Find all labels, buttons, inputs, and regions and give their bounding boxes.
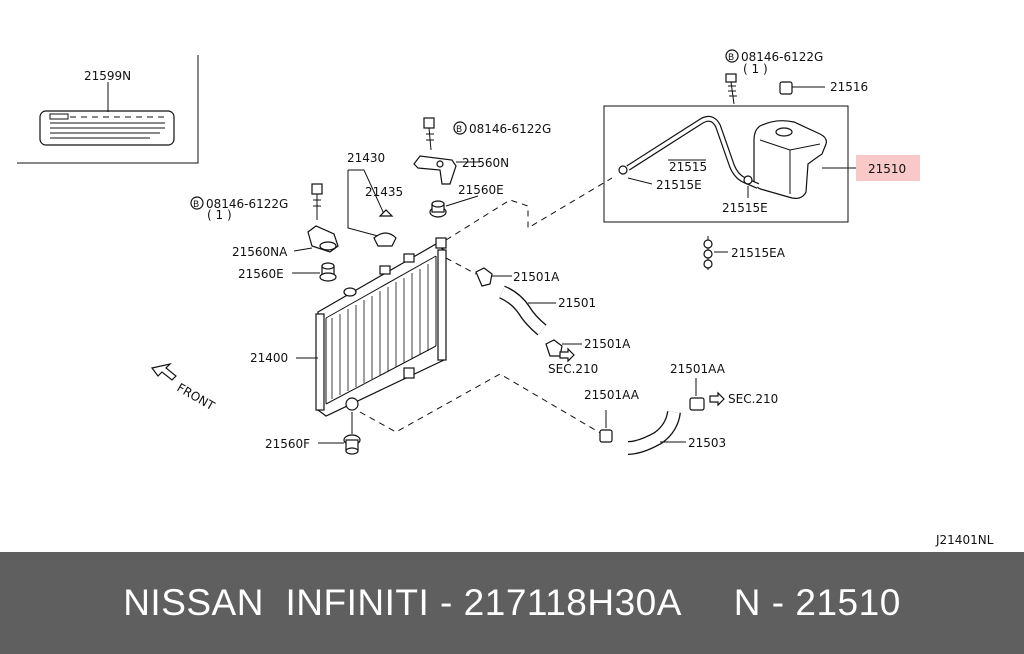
bolt-qty-left: ( 1 ) xyxy=(207,208,232,222)
bolt-symbol-mid: B xyxy=(456,125,462,135)
bolt-qty-top: ( 1 ) xyxy=(743,62,768,76)
front-label: FRONT xyxy=(175,380,218,413)
part-label-21501a-low: 21501A xyxy=(584,337,631,351)
bolt-code-left: 08146-6122G xyxy=(206,197,288,211)
part-label-21515e-left: 21515E xyxy=(656,178,702,192)
lower-hose-21503: 21501AA 21503 21501AA SEC.210 xyxy=(359,362,778,455)
part-label-21560na: 21560NA xyxy=(232,245,288,259)
part-label-21430: 21430 xyxy=(347,151,385,165)
part-label-21501a-top: 21501A xyxy=(513,270,560,284)
part-label-21516: 21516 xyxy=(830,80,868,94)
bolt-symbol-top: B xyxy=(728,53,734,63)
part-number-banner: NISSAN INFINITI - 217118H30A N - 21510 xyxy=(0,552,1024,654)
radiator-core: 21400 xyxy=(250,237,447,417)
left-mount-group: B 08146-6122G ( 1 ) 21560NA 21560E xyxy=(190,183,339,282)
bolt-code-top: 08146-6122G xyxy=(741,50,823,64)
part-label-21515ea: 21515EA xyxy=(731,246,786,260)
bolt-symbol-left: B xyxy=(193,200,199,210)
clip-21515ea xyxy=(703,236,728,270)
group-21430: 21430 21435 xyxy=(347,151,403,247)
bolt-code-mid: 08146-6122G xyxy=(469,122,551,136)
part-label-21560n: 21560N xyxy=(462,156,509,170)
part-label-21515e-right: 21515E xyxy=(722,201,768,215)
part-label-21400: 21400 xyxy=(250,351,288,365)
part-label-21501aa-left: 21501AA xyxy=(584,388,640,402)
upper-hose-21501: 21501A 21501 21501A SEC.210 xyxy=(445,257,631,376)
section-ref-sec210-a: SEC.210 xyxy=(548,362,598,376)
radiator-parts-diagram: 21599N 21510 21516 21515 xyxy=(17,49,994,547)
label-plate-inset: 21599N xyxy=(17,55,199,164)
reservoir-cap xyxy=(779,81,793,95)
reservoir-box: 21510 21516 21515 21515E 21515E xyxy=(603,49,920,270)
part-label-21599n: 21599N xyxy=(84,69,131,83)
bracket-21560n: 21560N B 08146-6122G xyxy=(413,117,551,185)
grommet-21560f: 21560F xyxy=(265,412,361,455)
section-ref-sec210-b: SEC.210 xyxy=(728,392,778,406)
radiator-fins xyxy=(331,264,429,399)
part-number-text: NISSAN INFINITI - 217118H30A N - 21510 xyxy=(123,582,901,623)
diagram-code: J21401NL xyxy=(935,533,994,547)
part-label-21560e-left: 21560E xyxy=(238,267,284,281)
part-label-21435: 21435 xyxy=(365,185,403,199)
bolt-top xyxy=(725,73,737,105)
part-label-21510: 21510 xyxy=(868,162,906,176)
part-label-21560f: 21560F xyxy=(265,437,310,451)
part-label-21501: 21501 xyxy=(558,296,596,310)
part-label-21515: 21515 xyxy=(669,160,707,174)
part-label-21503: 21503 xyxy=(688,436,726,450)
front-direction-indicator: FRONT xyxy=(150,362,218,413)
grommet-21560e-top: 21560E xyxy=(429,183,504,218)
part-label-21501aa-right: 21501AA xyxy=(670,362,726,376)
part-label-21510-highlight xyxy=(856,155,920,181)
part-label-21560e-top: 21560E xyxy=(458,183,504,197)
